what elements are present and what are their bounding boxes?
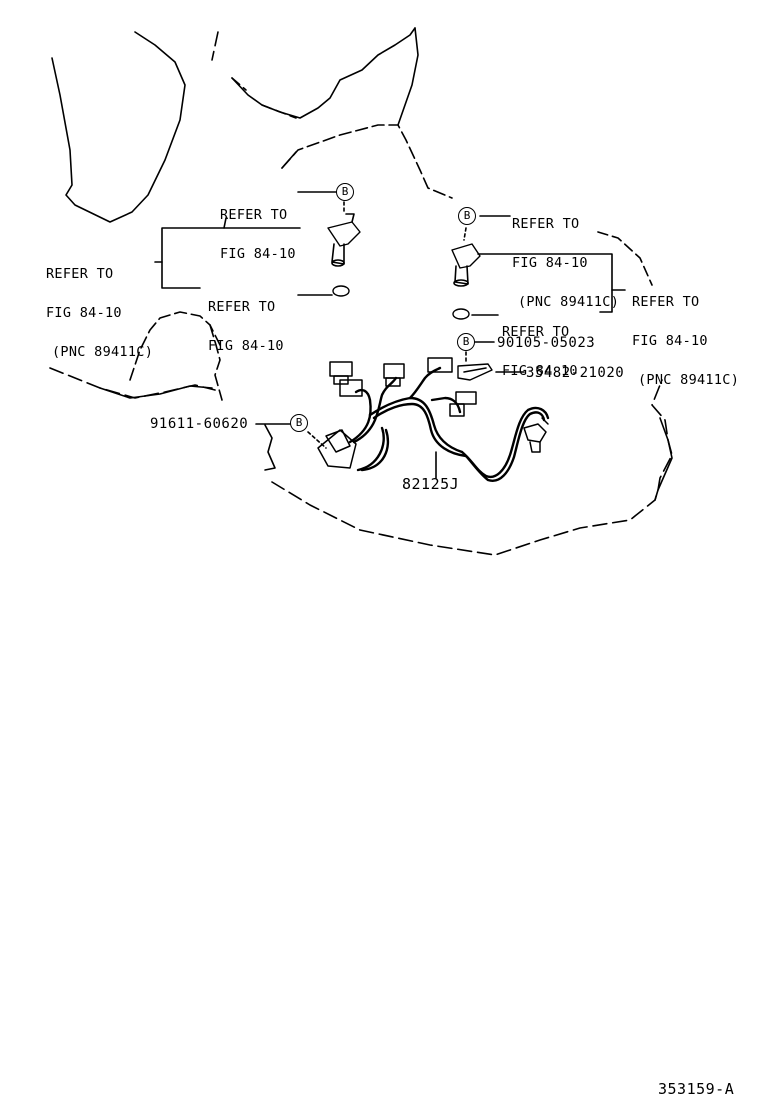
badge-b-bolt: B: [457, 333, 475, 351]
bracket-left: [162, 228, 300, 288]
bracket-right: [478, 254, 612, 312]
refer-label-left-pnc: REFER TO FIG 84-10 (PNC 89411C): [46, 242, 153, 372]
refer-label-line: (PNC 89411C): [518, 294, 620, 310]
cam-position-sensor-right: [452, 244, 480, 286]
refer-label-line: (PNC 89411C): [638, 372, 740, 388]
refer-label-line: FIG 84-10: [502, 363, 578, 379]
refer-label-line: REFER TO: [502, 324, 570, 340]
wire-harness: [350, 368, 548, 481]
refer-label-line: REFER TO: [632, 294, 700, 310]
refer-label-line: REFER TO: [220, 207, 288, 223]
refer-label-right-oring: REFER TO FIG 84-10: [502, 300, 578, 391]
part-number-clip: 35482-21020: [526, 365, 625, 381]
engine-outline-left: [52, 32, 185, 222]
figure-id: 353159-A: [658, 1080, 735, 1098]
clip-part: [458, 364, 492, 380]
refer-label-line: FIG 84-10: [512, 255, 588, 271]
refer-label-top-left: REFER TO FIG 84-10: [220, 183, 296, 274]
refer-label-line: FIG 84-10: [220, 246, 296, 262]
badge-b-right-sensor: B: [458, 207, 476, 225]
refer-label-right-pnc: REFER TO FIG 84-10 (PNC 89411C): [632, 270, 739, 400]
refer-label-line: FIG 84-10: [46, 305, 122, 321]
refer-label-line: (PNC 89411C): [52, 344, 154, 360]
engine-outline-top: [232, 28, 415, 118]
o-ring-left: [333, 286, 349, 296]
refer-label-line: REFER TO: [208, 299, 276, 315]
part-number-clamp: 91611-60620: [150, 416, 249, 432]
refer-label-top-right: REFER TO FIG 84-10 (PNC 89411C): [512, 192, 619, 322]
refer-label-line: FIG 84-10: [208, 338, 284, 354]
refer-label-line: REFER TO: [46, 266, 114, 282]
harness-connectors: [318, 358, 548, 468]
refer-label-line: FIG 84-10: [632, 333, 708, 349]
refer-label-line: REFER TO: [512, 216, 580, 232]
badge-b-clamp: B: [290, 414, 308, 432]
cam-position-sensor-left: [328, 214, 360, 266]
refer-label-left-oring: REFER TO FIG 84-10: [208, 275, 284, 366]
part-number-bolt: 90105-05023: [497, 335, 596, 351]
part-number-harness: 82125J: [402, 475, 460, 493]
engine-outline-lower: [272, 380, 672, 555]
engine-outline-mid: [282, 125, 452, 198]
badge-b-left-sensor: B: [336, 183, 354, 201]
o-ring-right: [453, 309, 469, 319]
